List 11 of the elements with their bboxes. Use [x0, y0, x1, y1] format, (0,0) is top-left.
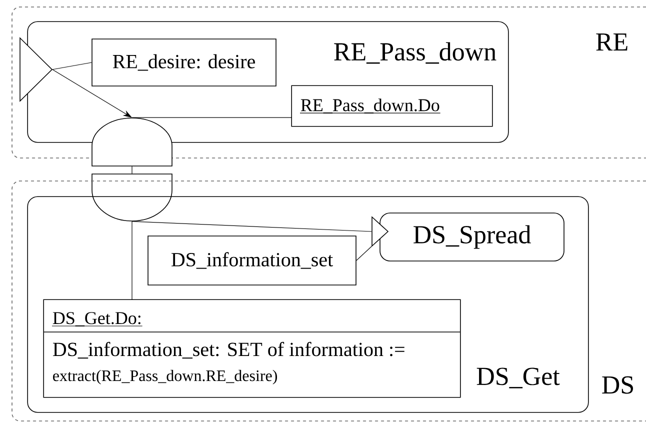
connector-line — [52, 62, 92, 70]
procedure-box: DS_Get.Do: DS_information_set: SET of information := extract(RE_Pass_down.RE_desire) — [43, 299, 461, 398]
procedure-box: RE_Pass_down.Do — [291, 85, 493, 127]
process-box: DS_Spread — [380, 212, 564, 262]
connector-line — [356, 246, 372, 261]
connector-line — [132, 117, 292, 118]
connector-line — [132, 221, 372, 232]
declaration-box: DS_information_set — [148, 236, 356, 286]
gate-symbol — [92, 174, 172, 222]
declaration-box: RE_desire: desire — [92, 38, 276, 86]
gate-symbol — [92, 118, 172, 166]
